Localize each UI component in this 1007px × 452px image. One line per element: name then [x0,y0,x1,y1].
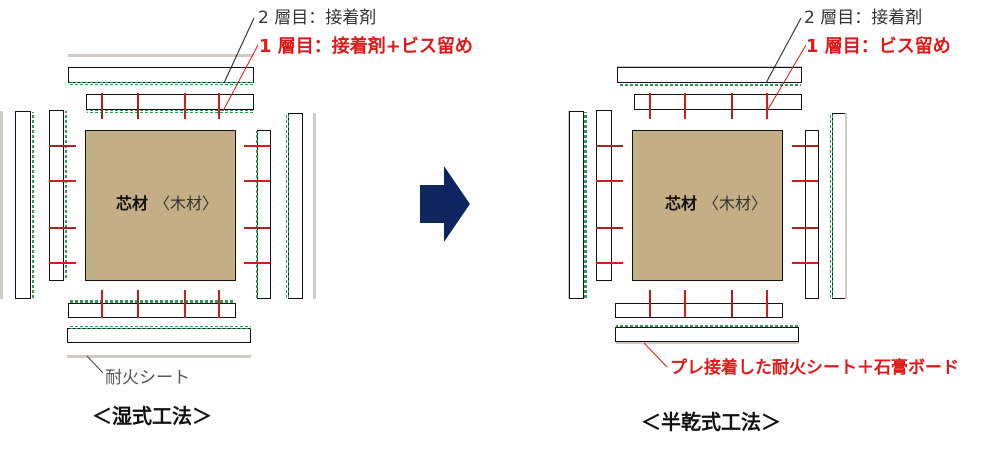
outer-board-top-r [617,67,802,83]
screws-top-r [649,93,768,119]
outer-board-bottom [67,328,251,343]
outer-board-right-r [832,113,846,299]
core-wood [85,130,236,281]
screws-right [244,145,270,264]
fire-sheet-right [313,113,316,299]
adhesive-inner-bottom [69,300,235,303]
core-material-label: 芯材 [116,194,149,213]
leader-preglued-right [643,342,668,368]
screws-right-r [792,145,818,264]
adhesive-inner-right [255,131,258,298]
screws-bottom [101,290,220,318]
adhesive-outer-bottom-r [616,325,799,328]
outer-board-bottom-r [615,327,799,342]
label-fire-sheet: 耐火シート [105,368,190,388]
core-label-wet: 芯材〈木材〉 [116,196,218,212]
label-layer2-semidry: 2 層目：接着剤 [804,8,923,28]
adhesive-outer-right [286,114,289,298]
fire-sheet-left [0,111,3,299]
adhesive-outer-right-r [830,114,833,298]
core-material-label-r: 芯材 [665,194,698,213]
inner-board-bottom [68,303,236,318]
adhesive-outer-top-r [618,83,801,86]
adhesive-outer-top [69,82,253,85]
fire-sheet-bottom [67,355,251,358]
adhesive-outer-bottom [68,326,251,329]
label-layer1-semidry: 1 層目：ビス留め [806,36,951,57]
inner-board-left-r [596,110,612,281]
screws-top [101,93,220,119]
label-preglued-fire-sheet-gypsum: プレ接着した耐火シート＋石膏ボード [670,358,959,378]
right-arrow-icon [420,166,470,242]
leader-layer1-right [766,44,807,112]
inner-board-left [49,110,64,281]
label-layer1-wet: 1 層目：接着剤+ビス留め [259,36,473,57]
core-material-sub-label: 〈木材〉 [154,194,219,213]
screws-left-r [596,145,623,264]
fire-sheet-top [68,54,254,57]
label-layer2-wet: 2 層目：接着剤 [258,8,377,28]
wet-method-diagram [0,17,316,374]
inner-board-right [257,130,271,299]
leader-layer1-left [222,44,259,112]
core-material-sub-label-r: 〈木材〉 [703,194,768,213]
adhesive-outer-left [31,112,34,298]
core-wood-r [632,130,783,281]
adhesive-outer-left-r [584,112,587,298]
inner-board-top-r [634,94,802,110]
leader-fire-sheet-left [86,355,104,374]
fire-sheet-bottom-r [616,342,799,344]
outer-board-left [15,111,31,299]
inner-board-right-r [805,130,819,299]
inner-board-top [86,94,254,110]
screws-bottom-r [649,290,768,317]
outer-board-left-r [569,111,584,299]
caption-wet-method: ＜湿式工法＞ [92,404,212,428]
caption-semidry-method: ＜半乾式工法＞ [641,410,781,434]
fire-sheet-right-r [845,113,847,299]
screws-left [49,145,76,264]
adhesive-inner-left [65,111,68,279]
leader-layer2-right [765,17,802,84]
adhesive-inner-top [87,110,253,113]
inner-board-bottom-r [615,303,783,318]
leader-layer2-left [223,17,255,84]
outer-board-right [288,113,303,299]
core-label-semidry: 芯材〈木材〉 [665,196,767,212]
semi-dry-method-diagram [568,17,847,368]
